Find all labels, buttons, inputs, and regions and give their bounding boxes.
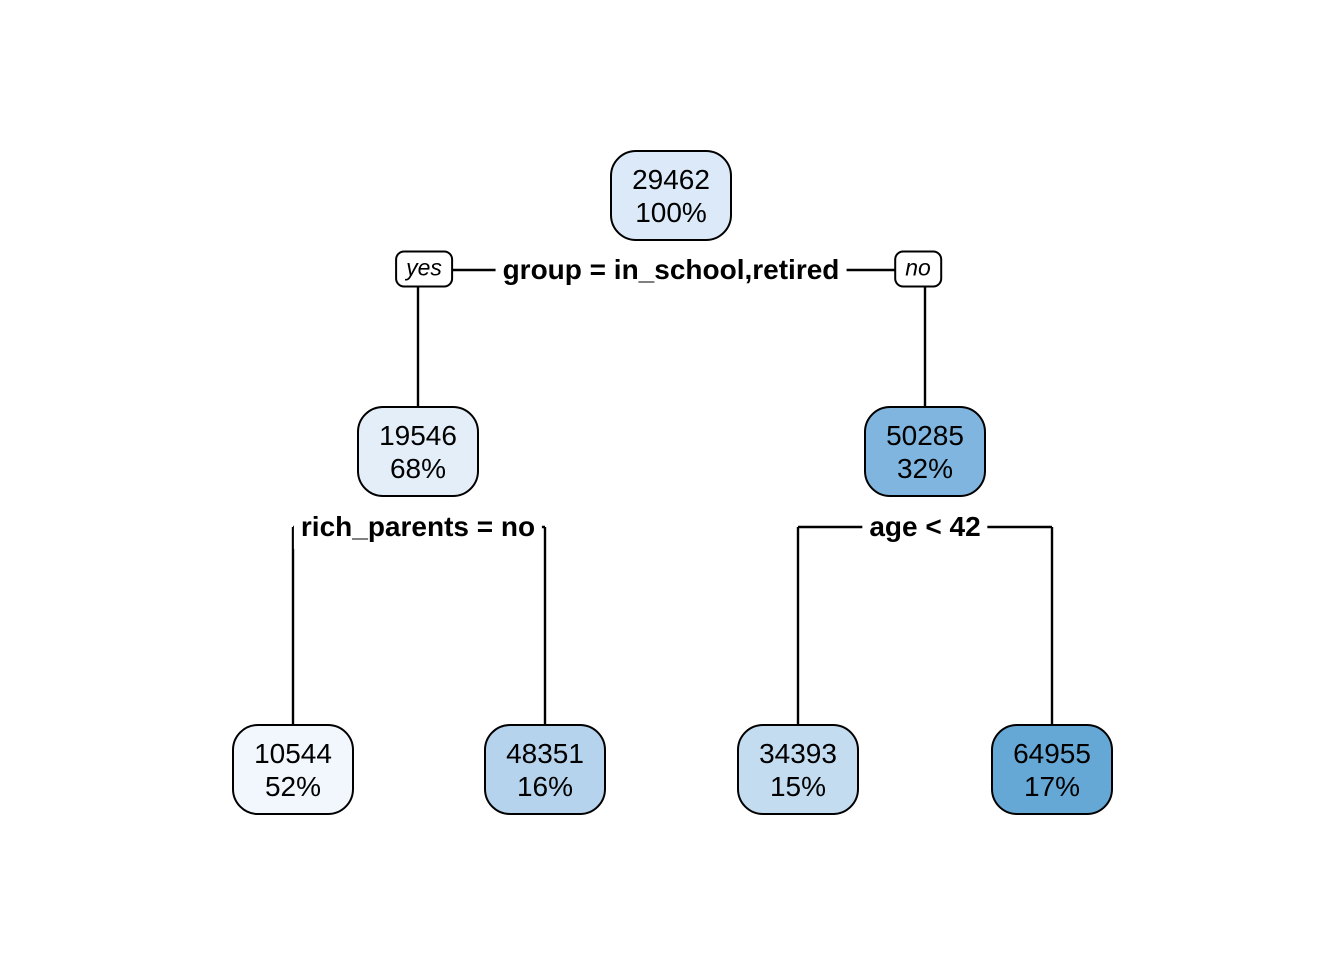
node-group-no: 50285 32% bbox=[864, 406, 986, 497]
node-percent: 15% bbox=[769, 770, 827, 802]
node-value: 34393 bbox=[759, 737, 837, 769]
leaf-age-yes: 34393 15% bbox=[737, 724, 859, 815]
node-value: 64955 bbox=[1013, 737, 1091, 769]
leaf-rich-parents-no: 48351 16% bbox=[484, 724, 606, 815]
leaf-age-no: 64955 17% bbox=[991, 724, 1113, 815]
node-percent: 52% bbox=[264, 770, 322, 802]
node-percent: 17% bbox=[1023, 770, 1081, 802]
node-value: 29462 bbox=[632, 163, 710, 195]
node-group-yes: 19546 68% bbox=[357, 406, 479, 497]
split-label-rich-parents: rich_parents = no bbox=[293, 505, 543, 549]
split-label-group: group = in_school,retired bbox=[495, 248, 847, 292]
yes-badge: yes bbox=[395, 250, 453, 288]
node-percent: 32% bbox=[896, 452, 954, 484]
node-value: 10544 bbox=[254, 737, 332, 769]
node-percent: 16% bbox=[516, 770, 574, 802]
node-value: 19546 bbox=[379, 419, 457, 451]
node-value: 48351 bbox=[506, 737, 584, 769]
split-label-age: age < 42 bbox=[862, 505, 988, 549]
node-root: 29462 100% bbox=[610, 150, 732, 241]
leaf-rich-parents-yes: 10544 52% bbox=[232, 724, 354, 815]
node-value: 50285 bbox=[886, 419, 964, 451]
no-badge: no bbox=[894, 250, 942, 288]
node-percent: 100% bbox=[635, 196, 707, 228]
node-percent: 68% bbox=[389, 452, 447, 484]
